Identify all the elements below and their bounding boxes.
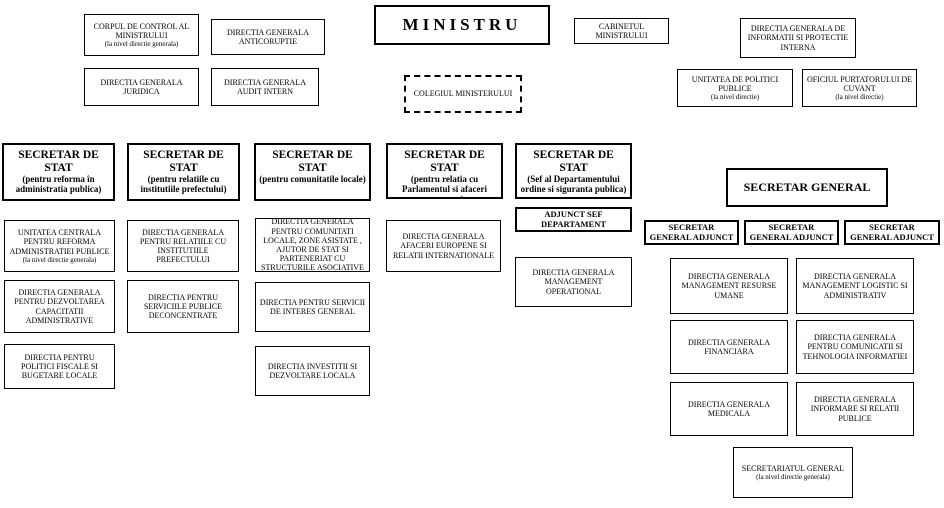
unit-name: DIRECTIA GENERALA INFORMARE SI RELATII P… <box>810 395 900 423</box>
sg-adjunct-3-box: SECRETAR GENERAL ADJUNCT <box>844 220 940 245</box>
unit-name: DIRECTIA GENERALA MEDICALA <box>688 399 770 418</box>
unit-name: DIRECTIA GENERALA PENTRU COMUNICATII SI … <box>802 333 908 361</box>
unit-level: (la nivel directie generala) <box>756 473 830 482</box>
secretar-general-box: SECRETAR GENERAL <box>726 168 888 207</box>
secretar-scope: (Sef al Departamentului ordine si sigura… <box>520 174 627 195</box>
secretar-stat-prefecti-box: SECRETAR DE STAT (pentru relatiile cu in… <box>127 143 240 201</box>
anticoruptie-box: DIRECTIA GENERALA ANTICORUPTIE <box>211 19 325 55</box>
medicala-box: DIRECTIA GENERALA MEDICALA <box>670 382 788 436</box>
purtator-cuvant-box: OFICIUL PURTATORULUI DE CUVANT (la nivel… <box>802 69 917 107</box>
politici-publice-box: UNITATEA DE POLITICI PUBLICE (la nivel d… <box>677 69 793 107</box>
unitatea-centrala-box: UNITATEA CENTRALA PENTRU REFORMA ADMINIS… <box>4 220 115 272</box>
unit-name: DIRECTIA GENERALA DE INFORMATII SI PROTE… <box>747 24 849 52</box>
unit-name: DIRECTIA INVESTITII SI DEZVOLTARE LOCALA <box>267 361 358 380</box>
logistic-administrativ-box: DIRECTIA GENERALA MANAGEMENT LOGISTIC SI… <box>796 258 914 314</box>
minister-title: MINISTRU <box>402 15 522 35</box>
corpul-de-control-box: CORPUL DE CONTROL AL MINISTRULUI (la niv… <box>84 14 199 56</box>
servicii-deconcentrate-box: DIRECTIA PENTRU SERVICIILE PUBLICE DECON… <box>127 280 239 333</box>
investitii-dezvoltare-box: DIRECTIA INVESTITII SI DEZVOLTARE LOCALA <box>255 346 370 396</box>
unit-name: DIRECTIA GENERALA JURIDICA <box>100 77 183 96</box>
unit-name: CABINETUL MINISTRULUI <box>595 21 648 40</box>
unit-level: (la nivel directie) <box>710 93 760 102</box>
unit-name: DIRECTIA GENERALA FINANCIARA <box>688 337 770 356</box>
secretar-scope: (pentru comunitatile locale) <box>259 174 366 185</box>
unit-name: COLEGIUL MINISTERULUI <box>413 89 513 99</box>
unit-name: OFICIUL PURTATORULUI DE CUVANT <box>806 74 913 93</box>
audit-intern-box: DIRECTIA GENERALA AUDIT INTERN <box>211 68 319 106</box>
unit-name: DIRECTIA GENERALA AUDIT INTERN <box>224 77 306 96</box>
afaceri-europene-box: DIRECTIA GENERALA AFACERI EUROPENE SI RE… <box>386 220 501 272</box>
unit-name: DIRECTIA GENERALA PENTRU COMUNITATI LOCA… <box>261 218 364 272</box>
secretar-title: SECRETAR DE STAT <box>404 149 485 175</box>
capacitate-administrativa-box: DIRECTIA GENERALA PENTRU DEZVOLTAREA CAP… <box>4 280 115 333</box>
management-operational-box: DIRECTIA GENERALA MANAGEMENT OPERATIONAL <box>515 257 632 307</box>
colegiu-box: COLEGIUL MINISTERULUI <box>404 75 522 113</box>
unit-name: UNITATEA CENTRALA PENTRU REFORMA ADMINIS… <box>9 228 110 256</box>
secretar-stat-reforma-box: SECRETAR DE STAT (pentru reforma în admi… <box>2 143 115 201</box>
juridica-box: DIRECTIA GENERALA JURIDICA <box>84 68 199 106</box>
unit-level: (la nivel directie) <box>835 93 884 102</box>
resurse-umane-box: DIRECTIA GENERALA MANAGEMENT RESURSE UMA… <box>670 258 788 314</box>
unit-name: DIRECTIA PENTRU POLITICI FISCALE SI BUGE… <box>21 352 98 381</box>
sg-adjunct-2-box: SECRETAR GENERAL ADJUNCT <box>744 220 839 245</box>
relatii-prefecti-box: DIRECTIA GENERALA PENTRU RELATIILE CU IN… <box>127 220 239 272</box>
unit-name: ADJUNCT SEF DEPARTAMENT <box>540 208 607 229</box>
sg-adjunct-1-box: SECRETAR GENERAL ADJUNCT <box>644 220 739 245</box>
secretar-title: SECRETAR DE STAT <box>143 149 224 175</box>
secretar-title: SECRETAR DE STAT <box>533 149 614 175</box>
secretar-title: SECRETAR DE STAT <box>18 149 99 175</box>
unit-name: DIRECTIA GENERALA MANAGEMENT RESURSE UMA… <box>681 272 777 300</box>
unit-name: DIRECTIA GENERALA MANAGEMENT OPERATIONAL <box>532 268 615 296</box>
adjunct-sef-departament-box: ADJUNCT SEF DEPARTAMENT <box>515 207 632 232</box>
cabinet-box: CABINETUL MINISTRULUI <box>574 18 669 44</box>
unit-level: (la nivel directie generala) <box>104 40 179 49</box>
minister-box: MINISTRU <box>374 5 550 45</box>
secretariatul-general-box: SECRETARIATUL GENERAL (la nivel directie… <box>733 447 853 498</box>
unit-name: SECRETARIATUL GENERAL <box>741 463 845 473</box>
adjunct-title: SECRETAR GENERAL ADJUNCT <box>749 221 834 242</box>
unit-name: DIRECTIA PENTRU SERVICIILE PUBLICE DECON… <box>143 292 223 321</box>
unit-name: DIRECTIA GENERALA PENTRU RELATIILE CU IN… <box>139 227 227 265</box>
unit-name: DIRECTIA GENERALA AFACERI EUROPENE SI RE… <box>392 232 495 260</box>
unit-level: (la nivel directie generala) <box>22 255 97 264</box>
secretar-scope: (pentru relatia cu Parlamentul si afacer… <box>402 174 487 197</box>
unit-name: DIRECTIA GENERALA PENTRU DEZVOLTAREA CAP… <box>14 288 105 325</box>
unit-name: CORPUL DE CONTROL AL MINISTRULUI <box>93 21 190 40</box>
comunicatii-it-box: DIRECTIA GENERALA PENTRU COMUNICATII SI … <box>796 320 914 374</box>
comunitati-locale-box: DIRECTIA GENERALA PENTRU COMUNITATI LOCA… <box>255 218 370 272</box>
secretar-scope: (pentru relatiile cu institutiile prefec… <box>140 174 227 195</box>
informare-relatii-publice-box: DIRECTIA GENERALA INFORMARE SI RELATII P… <box>796 382 914 436</box>
secretar-title: SECRETAR DE STAT <box>272 149 353 175</box>
informatii-protectie-box: DIRECTIA GENERALA DE INFORMATII SI PROTE… <box>740 18 856 58</box>
servicii-interes-general-box: DIRECTIA PENTRU SERVICII DE INTERES GENE… <box>255 282 370 332</box>
adjunct-title: SECRETAR GENERAL ADJUNCT <box>850 221 934 242</box>
adjunct-title: SECRETAR GENERAL ADJUNCT <box>649 221 734 242</box>
financiara-box: DIRECTIA GENERALA FINANCIARA <box>670 320 788 374</box>
secretar-stat-ordine-box: SECRETAR DE STAT (Sef al Departamentului… <box>515 143 632 199</box>
secretar-general-title: SECRETAR GENERAL <box>743 179 871 194</box>
unit-name: DIRECTIA PENTRU SERVICII DE INTERES GENE… <box>259 297 366 316</box>
unit-name: DIRECTIA GENERALA MANAGEMENT LOGISTIC SI… <box>802 272 908 300</box>
secretar-scope: (pentru reforma în administratia publica… <box>15 174 102 195</box>
secretar-stat-comunitati-box: SECRETAR DE STAT (pentru comunitatile lo… <box>254 143 371 201</box>
secretar-stat-parlament-box: SECRETAR DE STAT (pentru relatia cu Parl… <box>386 143 503 199</box>
unit-name: DIRECTIA GENERALA ANTICORUPTIE <box>227 27 309 46</box>
politici-fiscale-box: DIRECTIA PENTRU POLITICI FISCALE SI BUGE… <box>4 344 115 389</box>
unit-name: UNITATEA DE POLITICI PUBLICE <box>691 74 779 93</box>
